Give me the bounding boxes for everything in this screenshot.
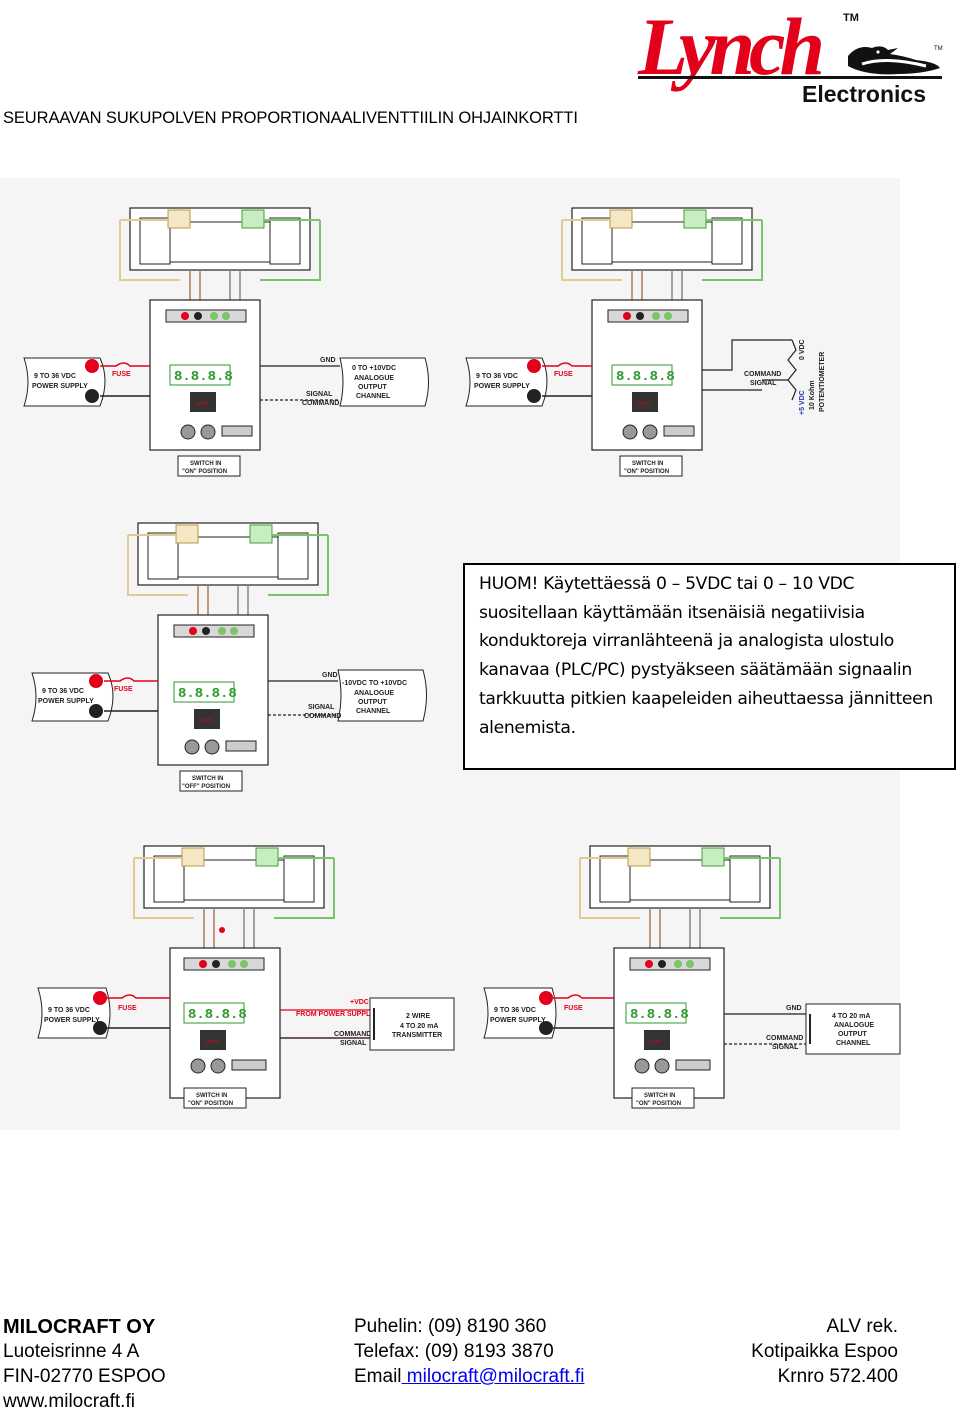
document-title: SEURAAVAN SUKUPOLVEN PROPORTIONAALIVENTT… <box>3 109 578 127</box>
svg-text:FUSE: FUSE <box>112 371 131 378</box>
svg-text:GND: GND <box>786 1005 802 1012</box>
svg-text:POWER SUPPLY: POWER SUPPLY <box>44 1017 100 1024</box>
svg-text:8.8.8.8: 8.8.8.8 <box>178 686 237 702</box>
wiring-diagram-4: 8.8.8.8 Lynch 9 TO 36 VDC POWER SUPPLY FU… <box>34 838 474 1138</box>
svg-text:SIGNAL: SIGNAL <box>772 1044 799 1051</box>
svg-text:9 TO 36 VDC: 9 TO 36 VDC <box>494 1007 536 1014</box>
svg-text:4 TO 20 mA: 4 TO 20 mA <box>400 1023 438 1030</box>
valve-icon <box>571 207 753 271</box>
svg-text:+5 VDC: +5 VDC <box>799 390 806 415</box>
footer-website[interactable]: www.milocraft.fi <box>3 1391 135 1412</box>
svg-text:CHANNEL: CHANNEL <box>356 393 391 400</box>
footer-trade-register: Krnro 572.400 <box>777 1366 898 1387</box>
svg-text:-10VDC TO +10VDC: -10VDC TO +10VDC <box>342 680 407 687</box>
svg-text:Lynch: Lynch <box>649 1039 662 1045</box>
valve-icon <box>589 845 771 909</box>
footer-postal: FIN-02770 ESPOO <box>3 1366 166 1387</box>
svg-text:POWER SUPPLY: POWER SUPPLY <box>474 383 530 390</box>
svg-text:OUTPUT: OUTPUT <box>358 699 388 706</box>
svg-text:ANALOGUE: ANALOGUE <box>834 1022 874 1029</box>
email-link[interactable]: milocraft@milocraft.fi <box>401 1366 585 1387</box>
footer-street: Luoteisrinne 4 A <box>3 1341 140 1362</box>
footer-fax: Telefax: (09) 8193 3870 <box>354 1341 554 1362</box>
svg-text:9 TO 36 VDC: 9 TO 36 VDC <box>34 373 76 380</box>
svg-text:COMMAND: COMMAND <box>744 371 781 378</box>
svg-text:2 WIRE: 2 WIRE <box>406 1013 430 1020</box>
wiring-diagram-5: 8.8.8.8 Lynch 9 TO 36 VDC POWER SUPPLY FU… <box>480 838 920 1138</box>
logo-sub-text: Electronics <box>802 81 926 104</box>
svg-text:8.8.8.8: 8.8.8.8 <box>616 369 675 385</box>
svg-text:FUSE: FUSE <box>564 1005 583 1012</box>
footer-email-row: Email milocraft@milocraft.fi <box>354 1366 584 1388</box>
footer-company: MILOCRAFT OY <box>3 1316 156 1338</box>
note-text: HUOM! Käytettäessä 0 – 5VDC tai 0 – 10 V… <box>479 574 933 738</box>
email-label: Email <box>354 1366 402 1387</box>
svg-text:SWITCH IN: SWITCH IN <box>190 461 221 467</box>
svg-text:TM: TM <box>934 46 943 52</box>
svg-text:FUSE: FUSE <box>118 1005 137 1012</box>
lynch-electronics-logo: Lynch TM TM Electronics <box>636 1 946 107</box>
svg-text:9 TO 36 VDC: 9 TO 36 VDC <box>42 688 84 695</box>
svg-text:FUSE: FUSE <box>114 686 133 693</box>
svg-text:4 TO 20 mA: 4 TO 20 mA <box>832 1013 870 1020</box>
svg-text:Lynch: Lynch <box>199 718 212 724</box>
svg-text:ANALOGUE: ANALOGUE <box>354 375 394 382</box>
svg-text:SIGNAL: SIGNAL <box>750 380 777 387</box>
footer-domicile: Kotipaikka Espoo <box>751 1341 898 1362</box>
svg-text:OUTPUT: OUTPUT <box>838 1031 868 1038</box>
svg-text:9 TO 36 VDC: 9 TO 36 VDC <box>476 373 518 380</box>
svg-text:COMMAND: COMMAND <box>766 1035 803 1042</box>
svg-text:TRANSMITTER: TRANSMITTER <box>392 1032 442 1039</box>
footer-vat: ALV rek. <box>826 1316 898 1337</box>
svg-text:SIGNAL: SIGNAL <box>306 391 333 398</box>
svg-text:POTENTIOMETER: POTENTIOMETER <box>819 352 826 412</box>
svg-text:"ON" POSITION: "ON" POSITION <box>636 1101 681 1107</box>
svg-text:8.8.8.8: 8.8.8.8 <box>630 1007 689 1023</box>
svg-text:SIGNAL: SIGNAL <box>308 704 335 711</box>
wiring-diagram-1: 8.8.8.8 Lynch 9 TO 36 VDC POWER SUPPLY FU… <box>20 200 460 500</box>
svg-text:COMMAND: COMMAND <box>334 1031 371 1038</box>
svg-text:SWITCH IN: SWITCH IN <box>644 1093 675 1099</box>
svg-text:SIGNAL: SIGNAL <box>340 1040 367 1047</box>
valve-icon <box>137 522 319 586</box>
svg-text:COMMAND: COMMAND <box>304 713 341 720</box>
wiring-diagram-2: 8.8.8.8 Lynch 9 TO 36 VDC POWER SUPPLY FU… <box>462 200 902 500</box>
wiring-diagram-3: 8.8.8.8 Lynch 9 TO 36 VDC POWER SUPPLY FU… <box>28 515 468 815</box>
svg-text:8.8.8.8: 8.8.8.8 <box>188 1007 247 1023</box>
svg-text:OUTPUT: OUTPUT <box>358 384 388 391</box>
valve-icon <box>143 845 325 909</box>
svg-text:"ON" POSITION: "ON" POSITION <box>182 469 227 475</box>
svg-text:GND: GND <box>322 672 338 679</box>
svg-text:Lynch: Lynch <box>637 401 650 407</box>
valve-icon <box>129 207 311 271</box>
svg-text:"OFF" POSITION: "OFF" POSITION <box>182 784 230 790</box>
note-box <box>463 563 956 770</box>
svg-text:0 TO +10VDC: 0 TO +10VDC <box>352 365 396 372</box>
svg-text:CHANNEL: CHANNEL <box>836 1040 871 1047</box>
svg-text:CHANNEL: CHANNEL <box>356 708 391 715</box>
svg-text:9 TO 36 VDC: 9 TO 36 VDC <box>48 1007 90 1014</box>
svg-text:SWITCH IN: SWITCH IN <box>632 461 663 467</box>
svg-text:0 VDC: 0 VDC <box>799 339 806 360</box>
svg-text:COMMAND: COMMAND <box>302 400 339 407</box>
svg-text:"ON" POSITION: "ON" POSITION <box>624 469 669 475</box>
svg-text:+VDC: +VDC <box>350 999 369 1006</box>
svg-text:SWITCH IN: SWITCH IN <box>192 776 223 782</box>
svg-text:FROM POWER SUPPLY: FROM POWER SUPPLY <box>296 1011 375 1018</box>
svg-text:POWER SUPPLY: POWER SUPPLY <box>38 698 94 705</box>
svg-text:8.8.8.8: 8.8.8.8 <box>174 369 233 385</box>
svg-text:POWER SUPPLY: POWER SUPPLY <box>32 383 88 390</box>
logo-tm: TM <box>843 12 859 24</box>
svg-text:FUSE: FUSE <box>554 371 573 378</box>
svg-text:GND: GND <box>320 357 336 364</box>
svg-text:POWER SUPPLY: POWER SUPPLY <box>490 1017 546 1024</box>
svg-text:SWITCH IN: SWITCH IN <box>196 1093 227 1099</box>
duck-icon <box>848 46 940 75</box>
svg-text:Lynch: Lynch <box>205 1039 218 1045</box>
svg-text:Lynch: Lynch <box>195 401 208 407</box>
svg-text:"ON" POSITION: "ON" POSITION <box>188 1101 233 1107</box>
svg-text:ANALOGUE: ANALOGUE <box>354 690 394 697</box>
footer-phone: Puhelin: (09) 8190 360 <box>354 1316 547 1337</box>
svg-text:10 Kohm: 10 Kohm <box>809 380 816 410</box>
